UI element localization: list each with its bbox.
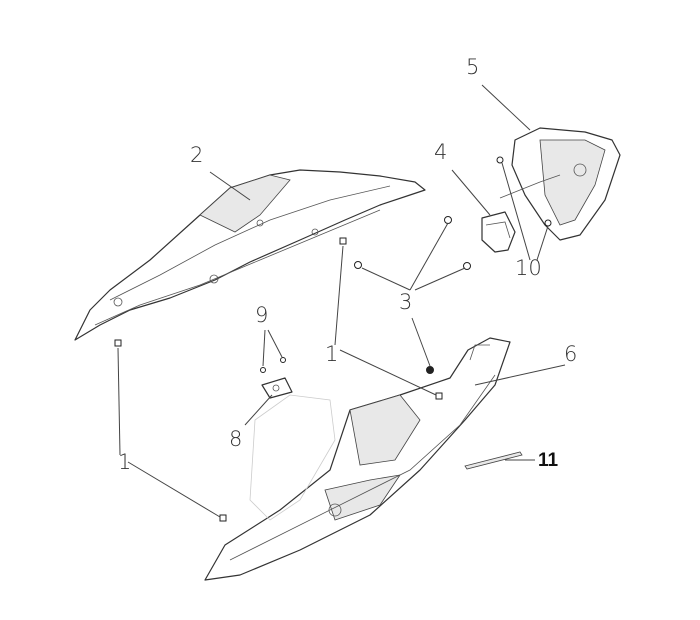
callout-9: 9 <box>255 303 269 327</box>
part-6-lower-cowl <box>204 337 511 581</box>
callout-11: 11 <box>538 450 559 471</box>
part-5-tail-light <box>499 127 621 241</box>
callout-6: 6 <box>564 342 578 366</box>
callout-3: 3 <box>399 290 413 314</box>
part-4-bracket <box>481 211 516 253</box>
fasteners <box>114 156 552 522</box>
part-11-strip <box>464 451 523 470</box>
callout-1-center: 1 <box>325 342 339 366</box>
callout-1-left: 1 <box>118 450 132 474</box>
leader-lines <box>117 84 566 518</box>
callout-5: 5 <box>466 55 480 79</box>
callout-4: 4 <box>434 140 448 164</box>
callout-10: 10 <box>515 256 542 280</box>
part-2-upper-cowl <box>74 169 426 341</box>
callout-2: 2 <box>190 143 204 167</box>
callout-8: 8 <box>229 427 243 451</box>
part-8-plate <box>249 377 336 521</box>
